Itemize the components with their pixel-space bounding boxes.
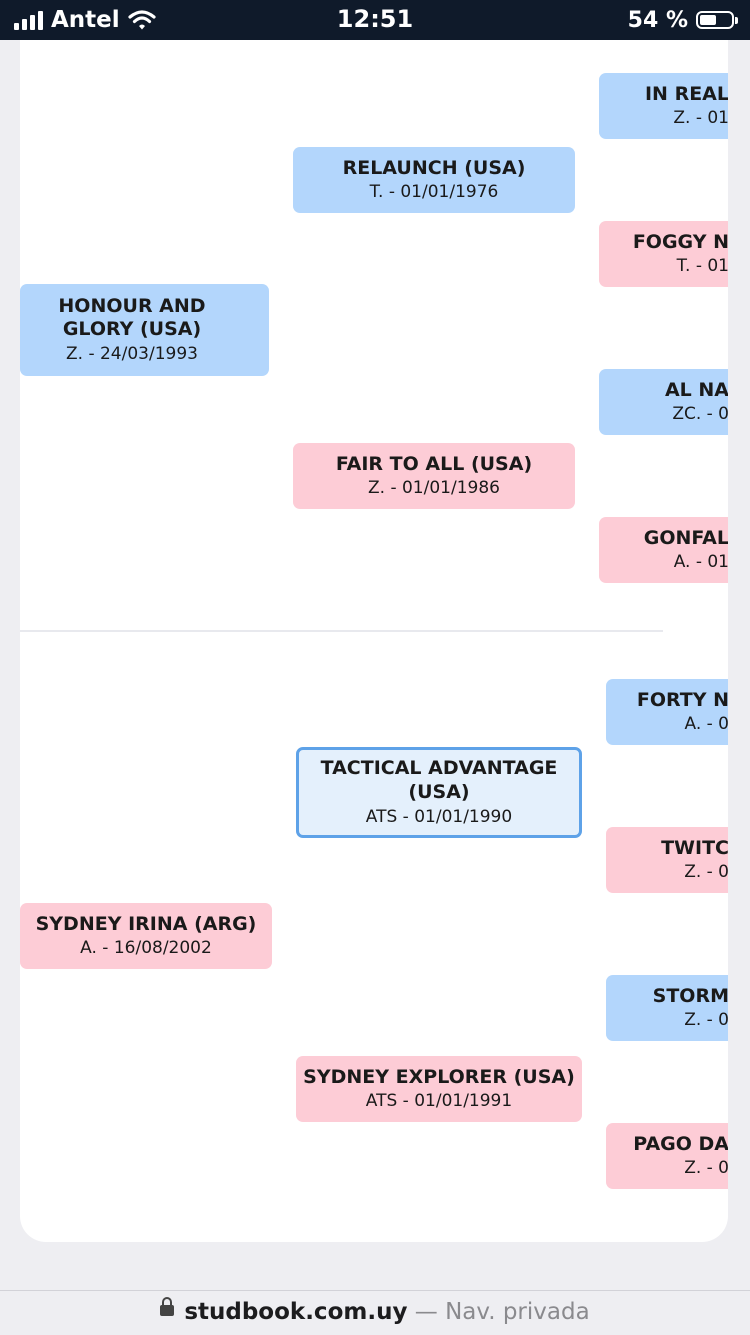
node-date: ATS - 01/01/1990 [365, 806, 513, 827]
node-date: T. - 01/01/1976 [369, 182, 499, 203]
node-name: HONOUR AND GLORY (USA) [58, 294, 206, 341]
pedigree-node-gg-7[interactable]: STORM Z. - 0 [606, 975, 728, 1041]
lock-icon [160, 1297, 175, 1316]
pedigree-node-paternal-granddam[interactable]: FAIR TO ALL (USA) Z. - 01/01/1986 [293, 443, 575, 509]
pedigree-node-dam[interactable]: SYDNEY IRINA (ARG) A. - 16/08/2002 [20, 903, 272, 969]
pedigree-node-gg-3[interactable]: AL NA ZC. - 0 [599, 369, 728, 435]
node-date: Z. - 0 [684, 1158, 728, 1179]
node-date: Z. - 0 [684, 1010, 728, 1031]
node-name: TWITC [661, 836, 728, 859]
node-name: IN REAL [644, 82, 728, 105]
node-name: FAIR TO ALL (USA) [335, 452, 533, 475]
node-date: A. - 16/08/2002 [80, 938, 212, 959]
node-name: AL NA [664, 378, 728, 401]
node-name: SYDNEY IRINA (ARG) [35, 912, 257, 935]
node-name: GONFAL [643, 526, 728, 549]
pedigree-node-gg-8[interactable]: PAGO DA Z. - 0 [606, 1123, 728, 1189]
node-date: Z. - 01/01/1986 [368, 478, 500, 499]
clock: 12:51 [336, 5, 414, 33]
node-date: Z. - 0 [684, 862, 728, 883]
pedigree-node-gg-4[interactable]: GONFAL A. - 01 [599, 517, 728, 583]
node-name: TACTICAL ADVANTAGE (USA) [320, 757, 558, 803]
node-date: A. - 0 [684, 714, 729, 735]
node-name: FOGGY N [632, 230, 728, 253]
carrier-label: Antel [51, 7, 120, 33]
pedigree-card: HONOUR AND GLORY (USA) Z. - 24/03/1993 R… [20, 40, 728, 1242]
node-date: ATS - 01/01/1991 [365, 1091, 513, 1112]
pedigree-node-maternal-granddam[interactable]: SYDNEY EXPLORER (USA) ATS - 01/01/1991 [296, 1056, 582, 1122]
node-date: A. - 01 [673, 552, 728, 573]
private-mode-label: — Nav. privada [407, 1299, 590, 1325]
signal-icon [14, 10, 43, 30]
url-domain: studbook.com.uy [184, 1299, 408, 1325]
node-name: FORTY N [636, 688, 728, 711]
node-date: Z. - 24/03/1993 [66, 344, 198, 365]
pedigree-node-gg-2[interactable]: FOGGY N T. - 01 [599, 221, 728, 287]
node-date: T. - 01 [676, 256, 728, 277]
battery-percent: 54 % [627, 7, 688, 33]
section-divider [20, 630, 663, 632]
node-date: Z. - 01 [673, 108, 728, 129]
browser-address-bar[interactable]: studbook.com.uy — Nav. privada [0, 1290, 750, 1335]
pedigree-node-paternal-grandsire[interactable]: RELAUNCH (USA) T. - 01/01/1976 [293, 147, 575, 213]
node-name: PAGO DA [633, 1132, 728, 1155]
pedigree-node-maternal-grandsire[interactable]: TACTICAL ADVANTAGE (USA) ATS - 01/01/199… [296, 747, 582, 838]
node-date: ZC. - 0 [672, 404, 728, 425]
pedigree-node-sire[interactable]: HONOUR AND GLORY (USA) Z. - 24/03/1993 [20, 284, 269, 376]
pedigree-node-gg-1[interactable]: IN REAL Z. - 01 [599, 73, 728, 139]
status-bar: Antel 12:51 54 % [0, 0, 750, 40]
wifi-icon [128, 10, 156, 30]
battery-icon [696, 11, 738, 29]
node-name: STORM [652, 984, 728, 1007]
node-name: RELAUNCH (USA) [342, 156, 526, 179]
pedigree-node-gg-6[interactable]: TWITC Z. - 0 [606, 827, 728, 893]
pedigree-node-gg-5[interactable]: FORTY N A. - 0 [606, 679, 728, 745]
node-name: SYDNEY EXPLORER (USA) [303, 1065, 575, 1088]
